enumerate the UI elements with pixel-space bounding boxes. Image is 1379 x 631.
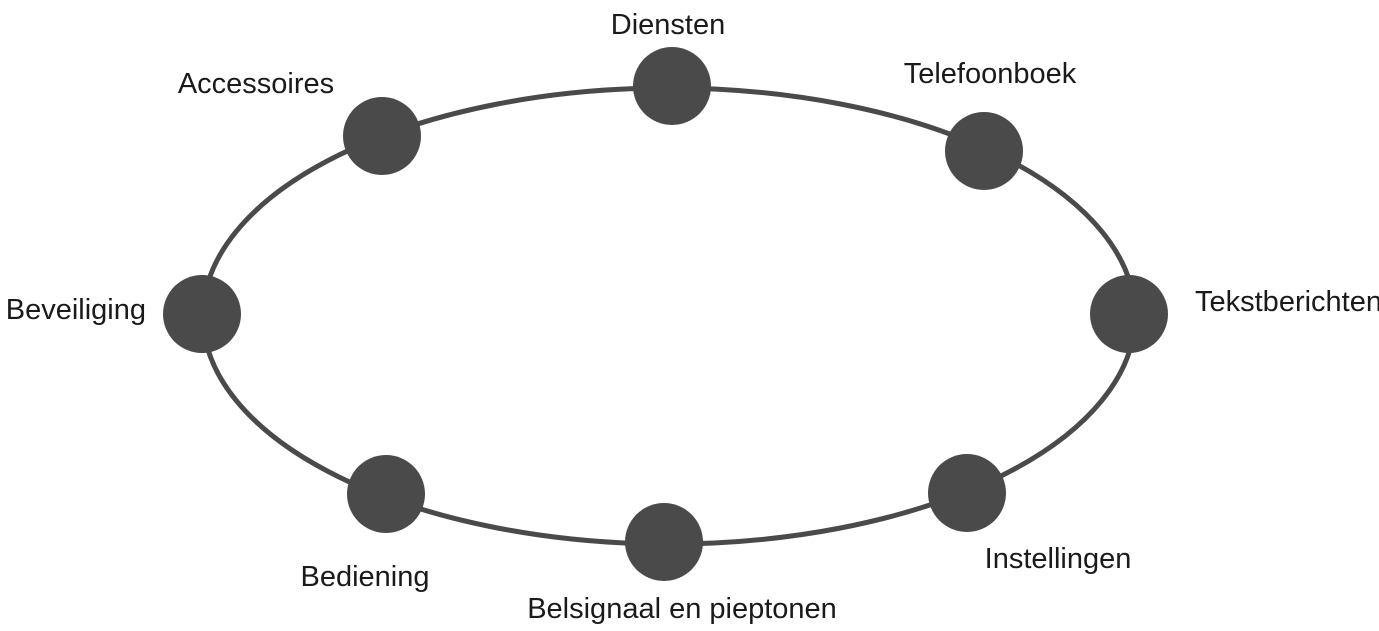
label-tekstberichten: Tekstberichten (1195, 286, 1379, 318)
node-beveiliging[interactable] (163, 275, 241, 353)
node-bediening[interactable] (347, 455, 425, 533)
label-belsignaal: Belsignaal en pieptonen (527, 593, 837, 625)
node-belsignaal[interactable] (625, 503, 703, 581)
label-accessoires: Accessoires (178, 68, 334, 100)
node-telefoonboek[interactable] (945, 112, 1023, 190)
label-beveiliging: Beveiliging (6, 294, 146, 326)
node-instellingen[interactable] (928, 454, 1006, 532)
node-tekstberichten[interactable] (1090, 275, 1168, 353)
label-diensten: Diensten (611, 9, 725, 41)
label-instellingen: Instellingen (985, 543, 1132, 575)
node-accessoires[interactable] (343, 97, 421, 175)
label-telefoonboek: Telefoonboek (904, 58, 1077, 90)
node-diensten[interactable] (633, 47, 711, 125)
label-bediening: Bediening (301, 561, 430, 593)
